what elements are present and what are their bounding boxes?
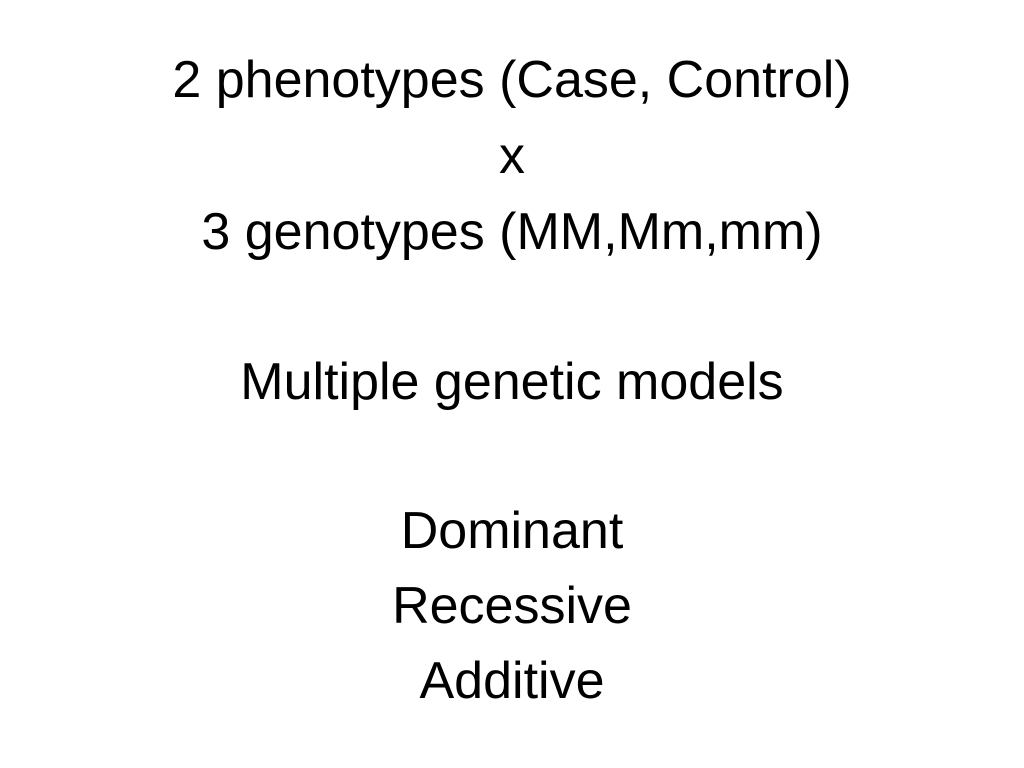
phenotypes-line: 2 phenotypes (Case, Control) xyxy=(172,51,852,109)
genotypes-line: 3 genotypes (MM,Mm,mm) xyxy=(201,203,823,261)
model-dominant: Dominant xyxy=(400,502,624,560)
models-heading: Multiple genetic models xyxy=(240,353,784,411)
multiplication-sign: x xyxy=(499,127,525,185)
model-additive: Additive xyxy=(419,652,605,710)
model-recessive: Recessive xyxy=(392,577,632,635)
